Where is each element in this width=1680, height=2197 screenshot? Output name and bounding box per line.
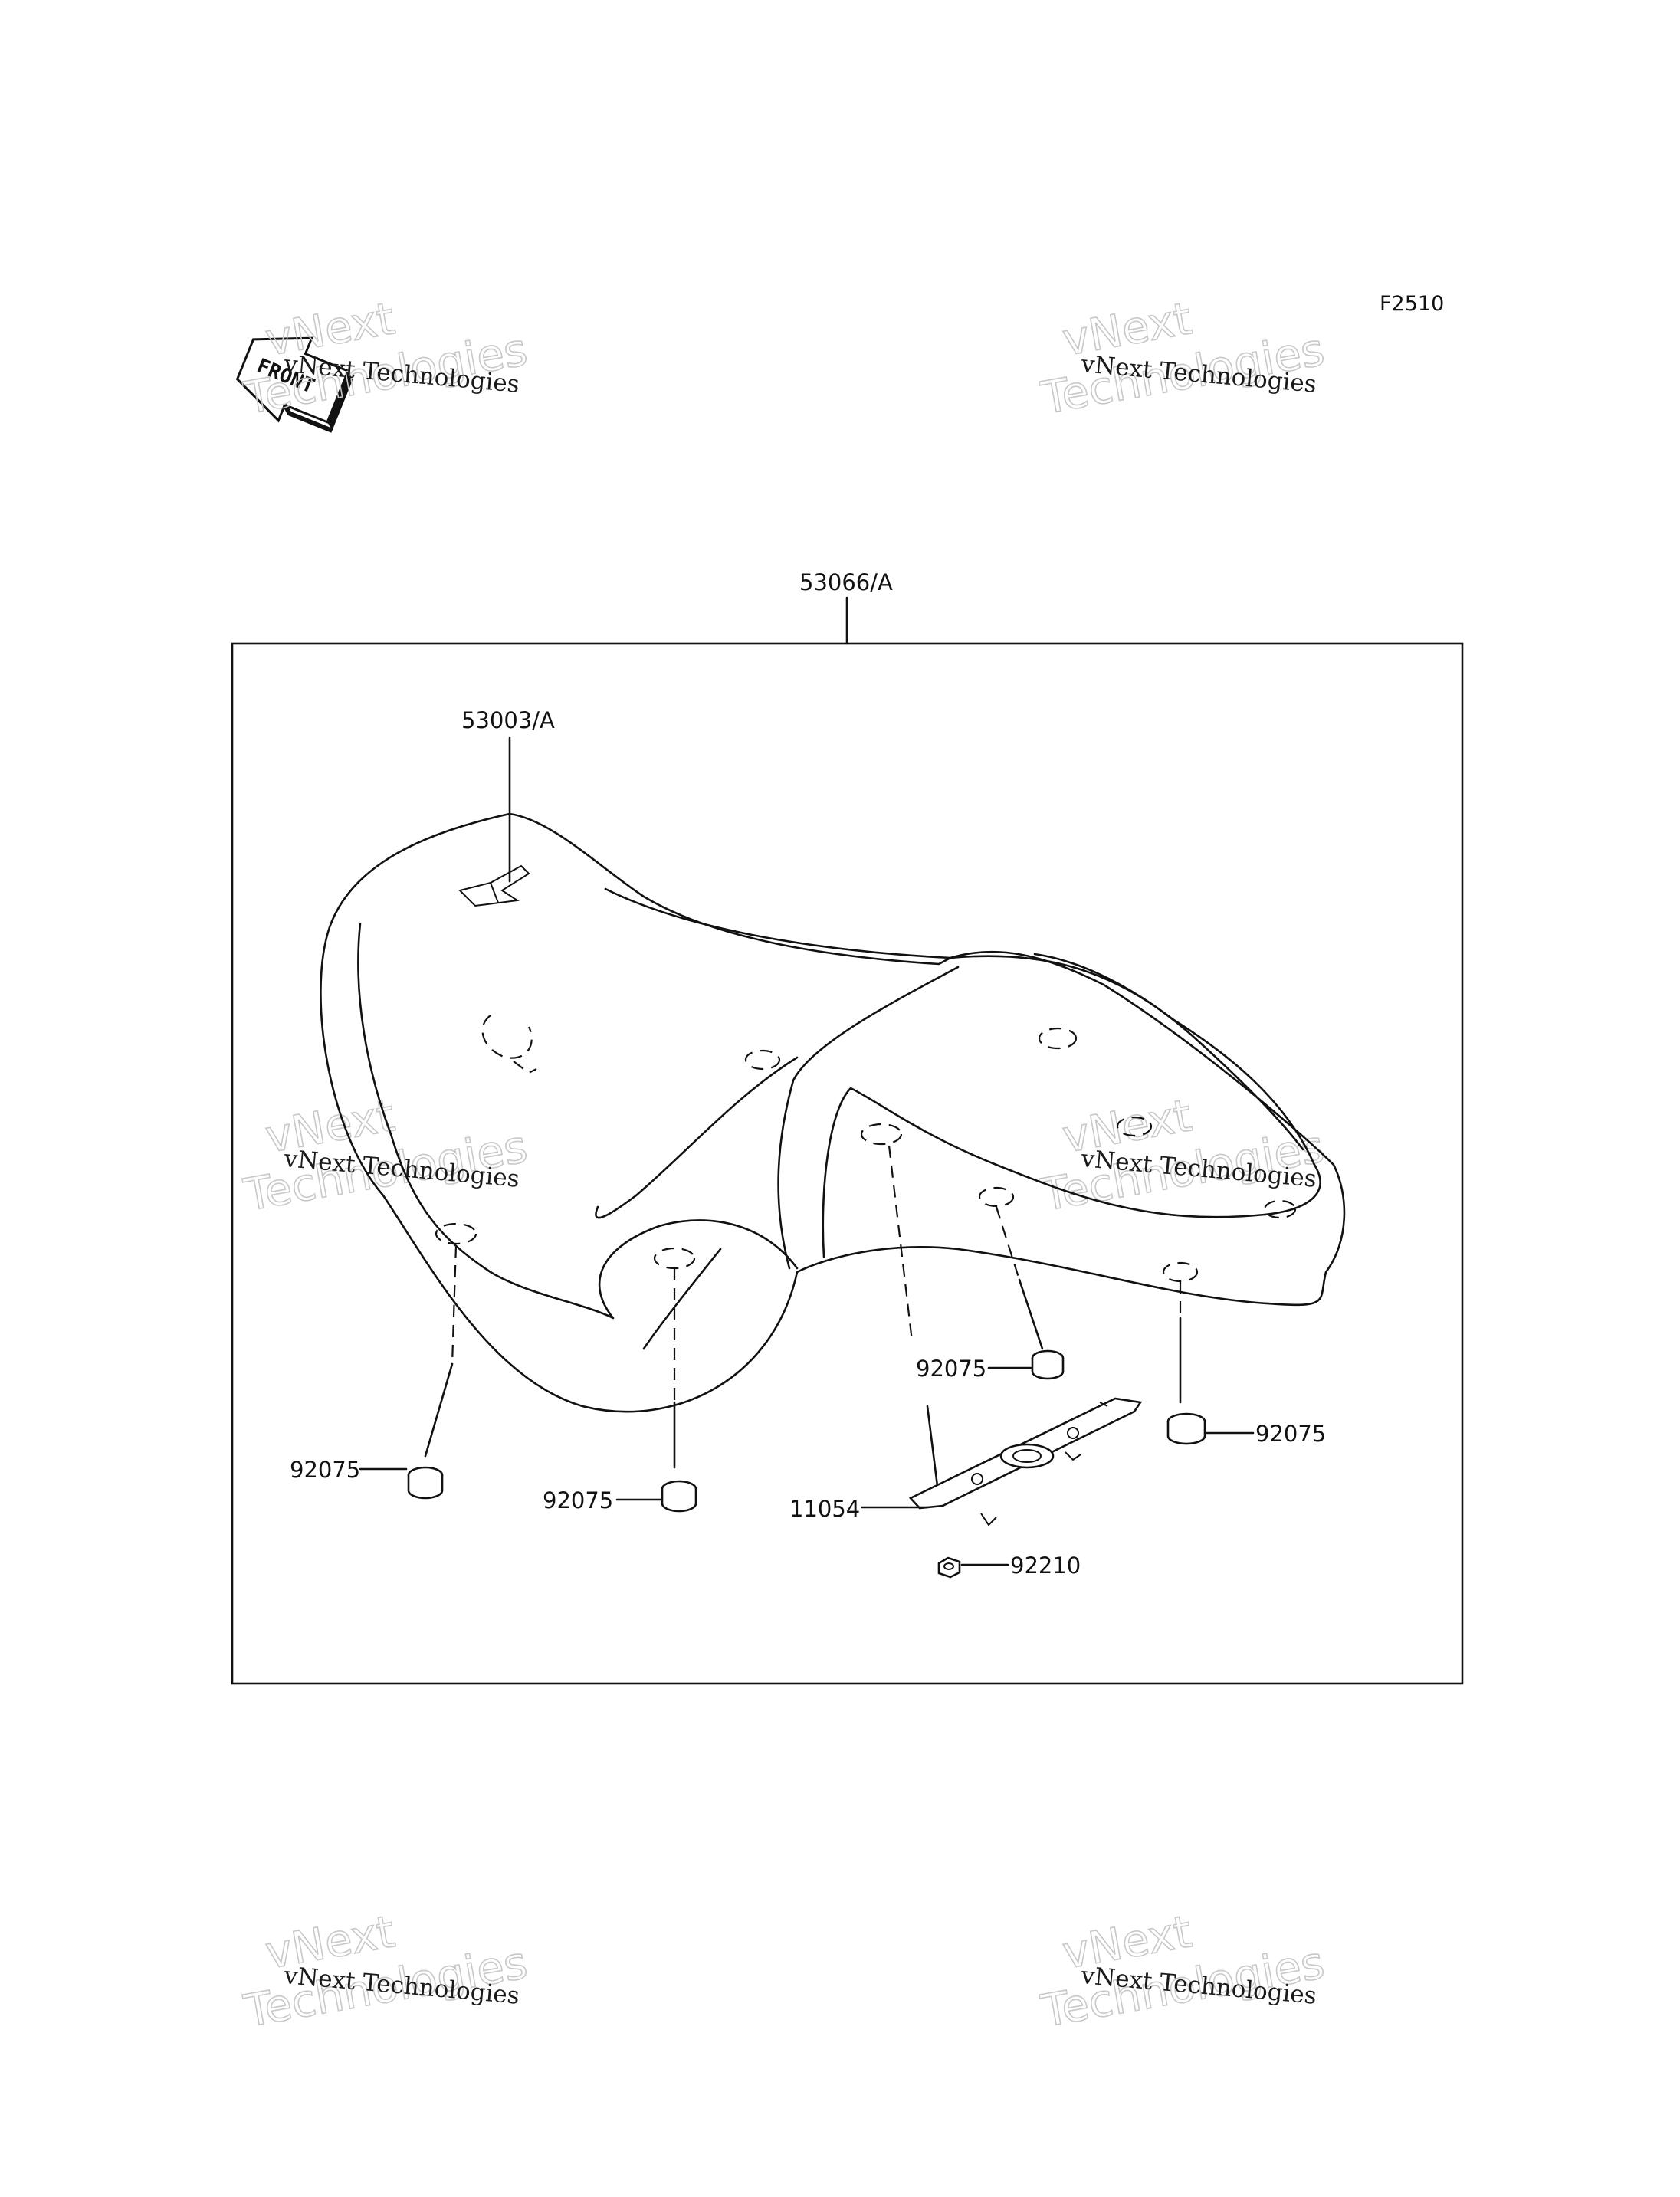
callout-92075-right: 92075 [1255, 1421, 1326, 1447]
axis-bracket-solid [926, 1405, 940, 1500]
callout-53066: 53066/A [799, 569, 893, 595]
watermark-bottom-right: vNext Technologies [1036, 1904, 1328, 2038]
axis-left-solid [424, 1362, 454, 1458]
callout-92210: 92210 [1010, 1553, 1081, 1579]
callout-92075-left: 92075 [290, 1457, 360, 1483]
grommet-right [1166, 1412, 1206, 1445]
seat-drawing [320, 812, 1346, 1413]
callout-92075-mid-left: 92075 [543, 1487, 613, 1513]
grommet-mid-left [661, 1480, 697, 1513]
axis-center [995, 1206, 1021, 1280]
grommet-left [407, 1466, 444, 1500]
axis-bracket [888, 1145, 914, 1342]
bracket-part [908, 1397, 1143, 1526]
watermark-mid-left: vNext Technologies [239, 1088, 531, 1221]
watermark-bottom-left: vNext Technologies [239, 1904, 531, 2038]
figure-code: F2510 [1380, 292, 1444, 316]
watermark-mid-right: vNext Technologies [1036, 1088, 1328, 1221]
axis-center-solid [1018, 1278, 1044, 1350]
callout-53003: 53003/A [461, 707, 555, 733]
callout-11054: 11054 [789, 1496, 860, 1522]
callout-92075-center: 92075 [916, 1356, 986, 1382]
watermark-top-left: vNext Technologies [239, 291, 531, 425]
front-arrow-icon: FRONT [235, 336, 353, 433]
watermark-top-right: vNext Technologies [1036, 291, 1328, 425]
nut-part [937, 1556, 961, 1579]
grommet-center [1031, 1349, 1065, 1380]
